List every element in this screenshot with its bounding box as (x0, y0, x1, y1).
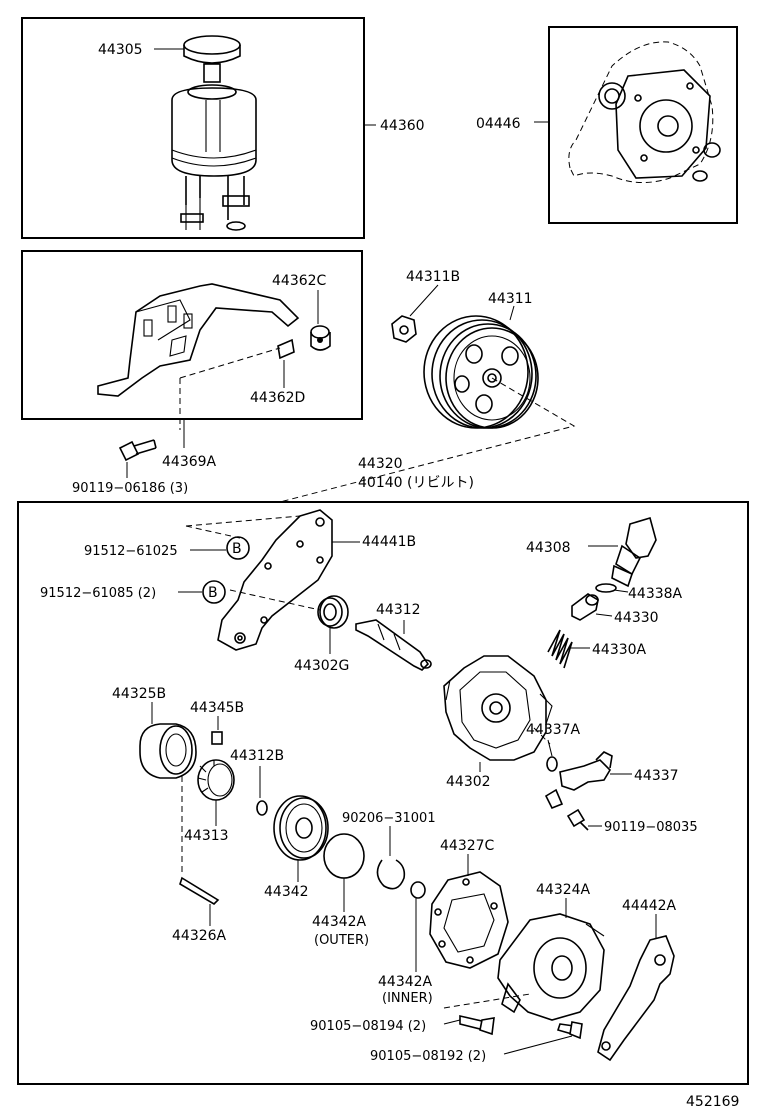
label-44326A: 44326A (172, 928, 227, 944)
bracket-frame (21, 250, 363, 420)
pulley-drawing (391, 315, 539, 429)
bracket-drawing (97, 283, 331, 397)
label-44442A: 44442A (622, 898, 677, 914)
label-44369A: 44369A (162, 454, 217, 470)
oring-44338A (595, 583, 617, 593)
label-44308: 44308 (526, 540, 571, 556)
label-44311: 44311 (488, 291, 533, 307)
label-44338A: 44338A (628, 586, 683, 602)
label-44362D: 44362D (250, 390, 305, 406)
ref-b-label-2: B (208, 585, 218, 601)
bearing-44302G-drawing (317, 595, 349, 629)
label-40140: 40140 (リビルト) (358, 475, 474, 491)
label-outer: (OUTER) (314, 933, 369, 948)
vane-44345B (211, 731, 223, 745)
label-44337A: 44337A (526, 722, 581, 738)
label-90119-08035: 90119−08035 (604, 820, 698, 835)
label-44320: 44320 (358, 456, 403, 472)
label-44327C: 44327C (440, 838, 495, 854)
label-44360: 44360 (380, 118, 425, 134)
label-44312: 44312 (376, 602, 421, 618)
label-inner: (INNER) (382, 991, 433, 1006)
label-90119-06186: 90119−06186 (3) (72, 481, 188, 496)
label-44330A: 44330A (592, 642, 647, 658)
label-04446: 04446 (476, 116, 521, 132)
diagram-id: 452169 (686, 1094, 739, 1110)
rotor-44313-drawing (197, 759, 235, 801)
reservoir-drawing (171, 35, 257, 231)
label-90105-08194: 90105−08194 (2) (310, 1019, 426, 1034)
label-90105-08192: 90105−08192 (2) (370, 1049, 486, 1064)
bracket-44441B-drawing (217, 509, 333, 651)
label-44311B: 44311B (406, 269, 460, 285)
label-44342A-outer: 44342A (312, 914, 367, 930)
ref-b-label-1: B (232, 541, 242, 557)
rear-housing-44324A-drawing (497, 913, 605, 1021)
side-plate-44342-drawing (273, 795, 329, 861)
label-44441B: 44441B (362, 534, 416, 550)
gasket-kit-frame (548, 26, 738, 224)
oring-44342A-inner (410, 881, 426, 899)
valve-44330-drawing (571, 593, 599, 621)
bracket-44442A-drawing (597, 935, 675, 1062)
label-44305: 44305 (98, 42, 143, 58)
label-91512-61085: 91512−61085 (2) (40, 586, 156, 601)
pump-body-drawing (443, 655, 553, 761)
label-44325B: 44325B (112, 686, 166, 702)
pin-44326A (179, 876, 220, 906)
bolt-90105-08192 (556, 1021, 583, 1040)
snap-ring-90206-31001 (376, 859, 406, 890)
label-44324A: 44324A (536, 882, 591, 898)
bolt-90105-08194 (459, 1014, 495, 1036)
label-44302G: 44302G (294, 658, 349, 674)
valve-44308-drawing (611, 516, 657, 588)
oring-44342A-outer (323, 833, 365, 879)
oring-44337A (546, 756, 558, 772)
label-44337: 44337 (634, 768, 679, 784)
cam-ring-44325B-drawing (139, 723, 197, 779)
label-44345B: 44345B (190, 700, 244, 716)
label-44342A-inner: 44342A (378, 974, 433, 990)
bolt-90119-08035 (566, 808, 589, 831)
ref-b-circle-2 (202, 580, 226, 604)
union-44337-drawing (544, 751, 613, 810)
gasket-44327C-drawing (429, 871, 509, 969)
label-44342: 44342 (264, 884, 309, 900)
label-44330: 44330 (614, 610, 659, 626)
label-44362C: 44362C (272, 273, 327, 289)
gasket-kit-drawing (568, 41, 721, 183)
snap-ring-44312B (256, 800, 268, 816)
ref-b-circle-1 (226, 536, 250, 560)
pump-assembly-frame (17, 501, 749, 1085)
bolt-90119-06186 (118, 439, 157, 462)
shaft-44312-drawing (355, 619, 432, 671)
reservoir-frame (21, 17, 365, 239)
spring-44330A (547, 629, 573, 669)
label-44302: 44302 (446, 774, 491, 790)
label-91512-61025: 91512−61025 (84, 544, 178, 559)
label-44312B: 44312B (230, 748, 284, 764)
label-44313: 44313 (184, 828, 229, 844)
label-90206-31001: 90206−31001 (342, 811, 436, 826)
